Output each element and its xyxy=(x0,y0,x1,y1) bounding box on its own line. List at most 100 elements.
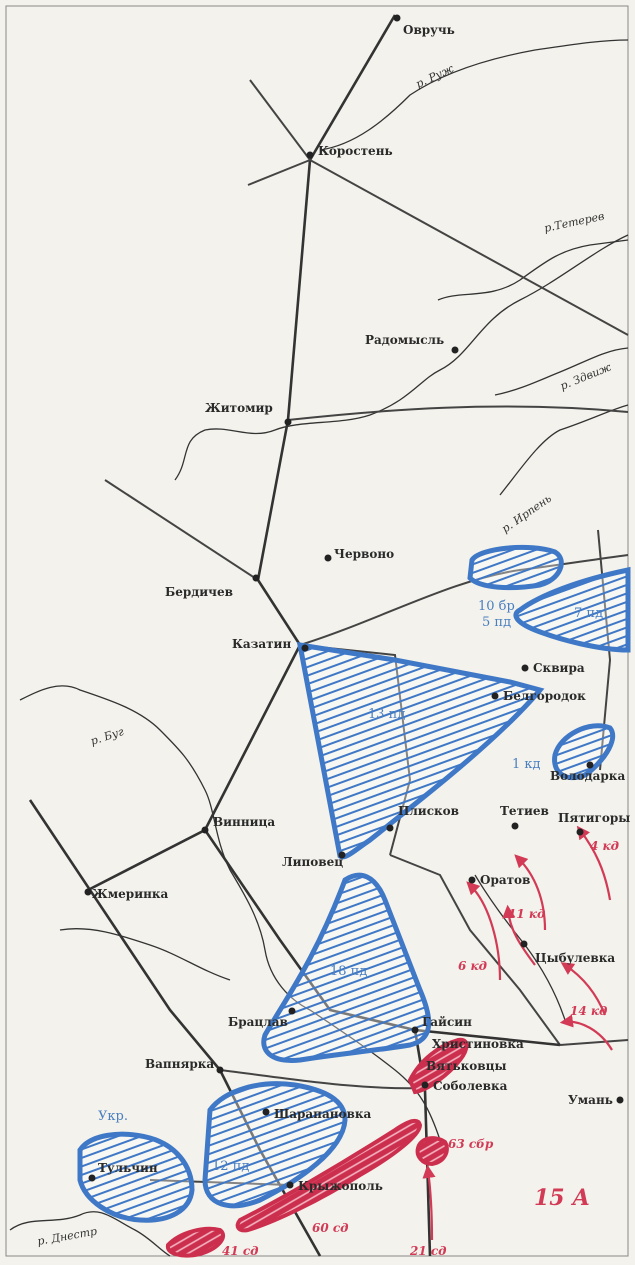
label-11kd: 11 кд xyxy=(508,907,545,921)
label-vinnitsa: Винница xyxy=(213,815,275,829)
city-markers xyxy=(84,14,624,1189)
label-belogorodok: Белгородок xyxy=(503,689,586,703)
dot-bratslav xyxy=(288,1007,296,1015)
label-12pd: 12 пд xyxy=(212,1159,249,1174)
label-ovruch: Овручь xyxy=(403,23,455,37)
rail-korosten-zhitomir xyxy=(286,159,312,421)
label-4kd: 4 кд xyxy=(590,839,619,853)
zone-red-gaysin xyxy=(407,1037,469,1095)
label-zhmerinka: Жмеринка xyxy=(92,887,169,901)
label-41sd: 41 сд xyxy=(222,1244,259,1258)
label-river-bug: р. Буг xyxy=(89,725,126,748)
label-5pd: 5 пд xyxy=(482,615,511,630)
label-uman: Умань xyxy=(568,1093,613,1107)
river-small-1 xyxy=(59,928,231,981)
rail-zhitomir-west xyxy=(104,479,259,581)
dot-oratov xyxy=(468,876,476,884)
label-skvira: Сквира xyxy=(533,661,585,675)
zone-18pd xyxy=(261,872,432,1063)
dot-berdichev xyxy=(252,574,260,582)
dot-tsybulevka xyxy=(520,940,528,948)
dot-sharapanovka xyxy=(262,1108,270,1116)
river-zdvizh-lower xyxy=(494,347,629,396)
label-7pd: 7 пд xyxy=(574,606,603,621)
label-river-dnestr: р. Днестр xyxy=(36,1225,98,1248)
dot-tetiev xyxy=(511,822,519,830)
river-bug xyxy=(19,685,441,1141)
dot-vapnyarka xyxy=(216,1066,224,1074)
label-zhitomir: Житомир xyxy=(205,401,273,415)
zone-63sbr xyxy=(415,1136,449,1167)
rail-zhitomir-berdichev xyxy=(256,419,290,581)
dot-uman xyxy=(616,1096,624,1104)
label-khristinovka: Христиновка xyxy=(432,1037,524,1051)
label-oratov: Оратов xyxy=(480,873,530,887)
dot-zhitomir xyxy=(284,418,292,426)
label-13pd: 13 пд xyxy=(368,707,405,722)
zone-7pd xyxy=(513,566,631,653)
label-tulchin: Тульчин xyxy=(98,1161,158,1175)
zone-12pd xyxy=(202,1081,348,1209)
label-river-teterev: р.Тетерев xyxy=(543,209,606,234)
rail-korosten-west xyxy=(247,159,311,186)
label-plyskov: Плисков xyxy=(398,804,459,818)
dot-plyskov xyxy=(386,824,394,832)
river-dnestr xyxy=(9,1211,171,1257)
label-gaysin: Гайсин xyxy=(422,1015,472,1029)
label-vapnyarka: Вапнярка xyxy=(145,1057,214,1071)
dot-radomysl xyxy=(451,346,459,354)
label-14kd: 14 кд xyxy=(570,1004,607,1018)
dot-ovruch xyxy=(393,14,401,22)
rail-kazatin-vinnitsa xyxy=(87,644,302,892)
label-vyatkovtsy: Вятьковцы xyxy=(426,1059,507,1073)
arrow-4kd xyxy=(576,825,612,901)
label-tsybulevka: Цыбулевка xyxy=(535,951,615,965)
zone-ukr xyxy=(77,1131,195,1223)
dot-belogorodok xyxy=(491,692,499,700)
rail-zhitomir-east xyxy=(287,405,629,421)
river-small-2 xyxy=(474,874,566,1021)
arrow-11kd xyxy=(514,854,547,931)
arrow-6kd-b xyxy=(502,904,536,966)
label-6kd: 6 кд xyxy=(458,959,487,973)
dot-pyatigory xyxy=(576,828,584,836)
label-10br: 10 бр xyxy=(478,599,515,614)
dot-korosten xyxy=(306,151,314,159)
dot-vinnitsa xyxy=(201,826,209,834)
dot-sobolevka xyxy=(421,1081,429,1089)
rail-plyskov-khristinovka xyxy=(389,854,561,1046)
label-korosten: Коростень xyxy=(318,144,393,158)
rail-ovruch-korosten xyxy=(308,14,397,161)
label-63sbr: 63 сбр xyxy=(448,1137,494,1151)
dot-skvira xyxy=(521,664,529,672)
dot-chervono xyxy=(324,554,332,562)
dot-volodarka xyxy=(586,761,594,769)
arrow-21sd xyxy=(422,1164,436,1241)
rail-berdichev-kazatin xyxy=(256,579,302,646)
arrow-14kd-a xyxy=(560,962,607,1016)
dot-zhmerinka xyxy=(84,888,92,896)
label-berdichev: Бердичев xyxy=(165,585,233,599)
label-kazatin: Казатин xyxy=(232,637,291,651)
zone-41sd xyxy=(165,1226,226,1258)
label-radomysl: Радомысль xyxy=(365,333,444,347)
white-forces xyxy=(77,544,631,1223)
label-river-zdvizh: р. Здвиж xyxy=(558,360,613,392)
label-river-ruzh: р. Руж xyxy=(414,62,456,91)
label-tetiev: Тетиев xyxy=(500,804,549,818)
zone-60sd xyxy=(235,1118,423,1233)
city-labels: Овручь Коростень Радомысль Житомир Черво… xyxy=(92,23,630,1193)
label-ukr: Укр. xyxy=(98,1109,128,1124)
rail-vapnyarka-sobolevka xyxy=(219,1069,426,1090)
dot-lipovets xyxy=(338,851,346,859)
arrow-6kd-a xyxy=(466,881,502,981)
label-15a: 15 А xyxy=(534,1185,590,1211)
zone-13pd xyxy=(296,641,545,860)
river-teterev xyxy=(174,234,629,481)
river-ruzh xyxy=(319,39,629,151)
red-forces xyxy=(165,825,613,1258)
label-kryzhopol: Крыжополь xyxy=(298,1179,383,1193)
zone-1kd xyxy=(552,723,616,781)
